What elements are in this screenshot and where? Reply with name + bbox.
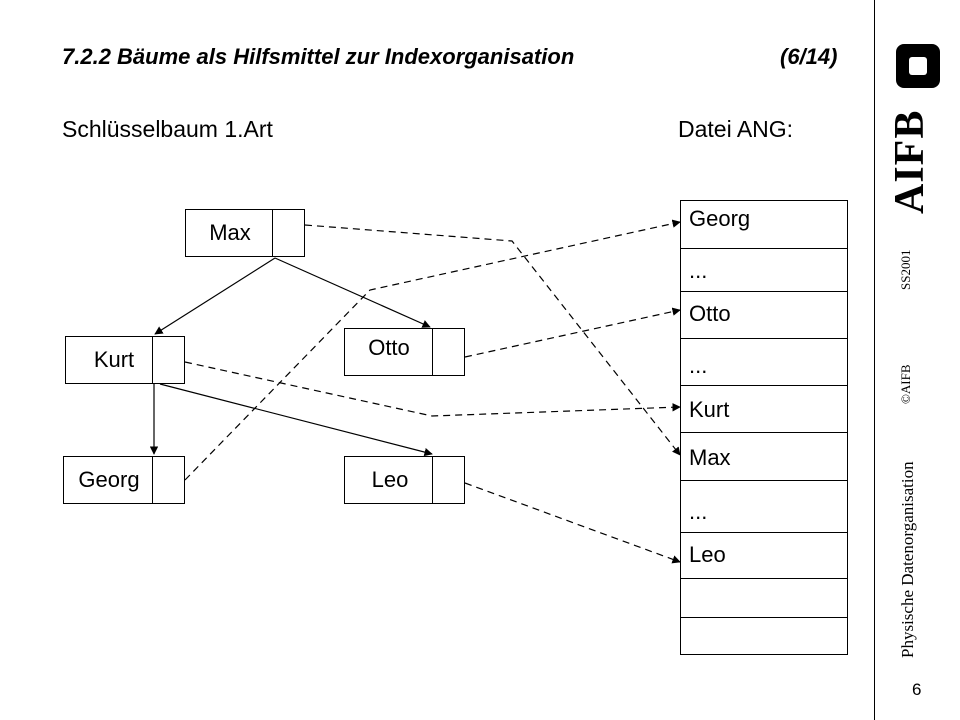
pointer-max bbox=[304, 224, 681, 456]
tree-node-kurt: Kurt bbox=[65, 336, 185, 384]
aifb-logo-icon bbox=[896, 44, 940, 88]
file-record: Max bbox=[681, 432, 847, 480]
file-record: Kurt bbox=[681, 385, 847, 432]
node-key: Kurt bbox=[93, 347, 135, 372]
slide-page-indicator: (6/14) bbox=[780, 44, 838, 69]
file-record: ... bbox=[681, 248, 847, 291]
node-pointer-field bbox=[152, 457, 184, 503]
edge-max-otto bbox=[274, 257, 431, 328]
edge-max-kurt bbox=[154, 257, 276, 335]
sidebar-divider bbox=[874, 0, 875, 720]
tree-heading: Schlüsselbaum 1.Art bbox=[62, 116, 273, 142]
file-ang-table: Georg ... Otto ... Kurt Max ... Leo bbox=[680, 200, 848, 655]
node-key: Otto bbox=[368, 335, 410, 360]
node-key: Leo bbox=[371, 467, 409, 492]
node-pointer-field bbox=[152, 337, 184, 383]
file-record: Leo bbox=[681, 532, 847, 578]
node-key: Max bbox=[209, 220, 251, 245]
slide-title: 7.2.2 Bäume als Hilfsmittel zur Indexorg… bbox=[62, 44, 575, 69]
page-number: 6 bbox=[912, 680, 922, 699]
tree-node-otto: Otto bbox=[344, 328, 465, 376]
node-pointer-field bbox=[272, 210, 304, 256]
node-key: Georg bbox=[78, 467, 140, 492]
course-label: Physische Datenorganisation bbox=[898, 461, 917, 658]
file-record: Otto bbox=[681, 291, 847, 338]
edge-kurt-leo bbox=[159, 383, 433, 457]
pointer-georg bbox=[184, 219, 681, 481]
file-record: ... bbox=[681, 338, 847, 385]
logo-text: AIFB bbox=[887, 109, 933, 214]
pointer-leo bbox=[464, 482, 681, 564]
node-pointer-field bbox=[432, 457, 464, 503]
file-record: Georg bbox=[689, 206, 751, 231]
node-pointer-field bbox=[432, 329, 464, 375]
semester-label: SS2001 bbox=[898, 249, 913, 290]
file-record: ... bbox=[681, 480, 847, 532]
file-record bbox=[681, 578, 847, 617]
tree-node-max: Max bbox=[185, 209, 305, 257]
file-heading: Datei ANG: bbox=[678, 116, 794, 142]
pointer-kurt bbox=[184, 361, 681, 417]
copyright-label: ©AIFB bbox=[898, 364, 913, 405]
tree-node-leo: Leo bbox=[344, 456, 465, 504]
pointer-otto bbox=[464, 307, 681, 358]
file-record bbox=[681, 617, 847, 655]
tree-node-georg: Georg bbox=[63, 456, 185, 504]
